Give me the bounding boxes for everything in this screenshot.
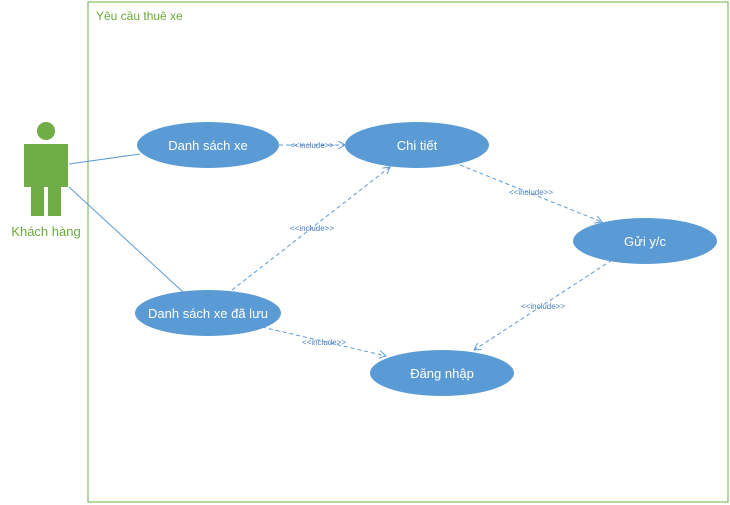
use-case-danh-sach-xe-da-luu[interactable]: Danh sách xe đã lưu	[135, 290, 281, 336]
user-actor-icon	[24, 122, 68, 216]
include-label: <<include>>	[290, 141, 334, 150]
actor-label: Khách hàng	[11, 224, 80, 239]
use-case-label: Chi tiết	[397, 138, 438, 153]
system-boundary-title: Yêu cầu thuê xe	[96, 9, 183, 23]
include-label: <<include>>	[509, 188, 553, 197]
system-boundary	[87, 1, 729, 503]
association-line	[68, 153, 141, 165]
use-case-label: Đăng nhập	[410, 366, 474, 381]
include-connector	[459, 164, 602, 222]
use-case-gui-yc[interactable]: Gửi y/c	[573, 218, 717, 264]
include-connector	[261, 326, 386, 356]
include-label: <<include>>	[290, 224, 334, 233]
include-label: <<include>>	[521, 302, 565, 311]
use-case-danh-sach-xe[interactable]: Danh sách xe	[137, 122, 279, 168]
use-case-label: Danh sách xe đã lưu	[148, 306, 268, 321]
association-line	[68, 186, 184, 293]
use-case-label: Danh sách xe	[168, 138, 248, 153]
include-label: <<include>>	[302, 338, 346, 347]
use-case-dang-nhap[interactable]: Đăng nhập	[370, 350, 514, 396]
use-case-label: Gửi y/c	[624, 234, 666, 249]
use-case-chi-tiet[interactable]: Chi tiết	[345, 122, 489, 168]
include-connector	[231, 167, 390, 291]
